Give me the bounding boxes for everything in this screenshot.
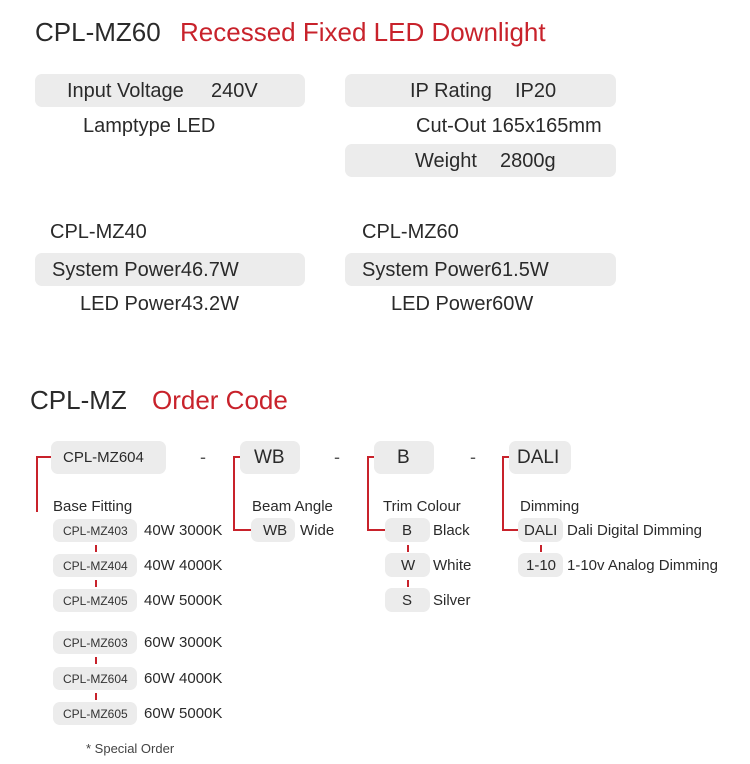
connector-tick (407, 545, 409, 552)
option-desc: 60W 3000K (144, 634, 223, 651)
option-pill (385, 553, 430, 577)
input-voltage-value: 240V (211, 80, 258, 102)
option-code: CPL-MZ404 (63, 559, 128, 573)
connector-tick (407, 580, 409, 587)
option-code: B (402, 522, 413, 539)
separator-dash: - (200, 447, 206, 467)
option-code: 1-10 (526, 557, 557, 574)
option-code: DALI (524, 522, 558, 539)
separator-dash: - (470, 447, 476, 467)
option-pill (53, 631, 137, 654)
option-desc: 60W 5000K (144, 705, 223, 722)
option-code: CPL-MZ604 (63, 672, 128, 686)
connector-tick (95, 657, 97, 664)
dimming-label: Dimming (520, 498, 580, 515)
segment-trim-colour-text: B (397, 447, 410, 468)
order-code-title: Order Code (152, 385, 288, 415)
input-voltage-label: Input Voltage (67, 80, 184, 102)
segment-dimming-text: DALI (517, 447, 560, 468)
model-name: CPL-MZ40 (50, 221, 147, 243)
bracket-line (367, 456, 374, 458)
system-power-pill (345, 253, 616, 286)
connector-tick (540, 545, 542, 552)
bracket-line (36, 456, 38, 512)
model-title: CPL-MZ60 (35, 17, 161, 47)
segment-base-fitting (51, 441, 166, 474)
weight-value: 2800g (500, 150, 556, 172)
segment-beam-angle (240, 441, 300, 474)
led-power-text: LED Power60W (391, 293, 534, 315)
order-code-prefix: CPL-MZ (30, 385, 127, 415)
lamptype-text: Lamptype LED (83, 115, 216, 137)
option-pill (251, 518, 295, 542)
segment-trim-colour (374, 441, 434, 474)
connector-tick (95, 693, 97, 700)
bracket-line (367, 456, 369, 530)
option-pill (53, 519, 137, 542)
footnote: * Special Order (86, 741, 175, 756)
beam-angle-label: Beam Angle (252, 498, 333, 515)
option-code: CPL-MZ605 (63, 707, 128, 721)
ip-rating-value: IP20 (515, 80, 557, 102)
ip-rating-pill (345, 74, 616, 107)
bracket-line (502, 456, 509, 458)
weight-label: Weight (415, 150, 477, 172)
bracket-line (367, 529, 385, 531)
bracket-line (36, 456, 51, 458)
option-desc: 40W 5000K (144, 592, 223, 609)
system-power-text: System Power46.7W (52, 259, 239, 281)
option-pill (53, 667, 137, 690)
led-power-text: LED Power43.2W (80, 293, 239, 315)
option-desc: White (433, 557, 472, 574)
segment-base-fitting-text: CPL-MZ604 (63, 449, 144, 466)
option-desc: Wide (300, 522, 335, 539)
bracket-line (233, 529, 251, 531)
segment-dimming (509, 441, 571, 474)
trim-colour-label: Trim Colour (383, 498, 461, 515)
option-desc: Silver (433, 592, 471, 609)
option-pill (53, 589, 137, 612)
bracket-line (233, 456, 235, 530)
bracket-line (502, 456, 504, 530)
weight-pill (345, 144, 616, 177)
connector-tick (95, 545, 97, 552)
option-code: CPL-MZ403 (63, 524, 128, 538)
option-code: WB (263, 522, 288, 539)
option-pill (53, 702, 137, 725)
base-fitting-label: Base Fitting (53, 498, 133, 515)
option-desc: Black (433, 522, 470, 539)
option-desc: Dali Digital Dimming (567, 522, 703, 539)
option-desc: 60W 4000K (144, 670, 223, 687)
system-power-pill (35, 253, 305, 286)
option-code: W (401, 557, 416, 574)
option-code: CPL-MZ405 (63, 594, 128, 608)
separator-dash: - (334, 447, 340, 467)
option-desc: 40W 4000K (144, 557, 223, 574)
option-desc: 40W 3000K (144, 522, 223, 539)
option-pill (518, 518, 563, 542)
system-power-text: System Power61.5W (362, 259, 549, 281)
connector-tick (95, 580, 97, 587)
bracket-line (502, 529, 518, 531)
model-name: CPL-MZ60 (362, 221, 459, 243)
option-desc: 1-10v Analog Dimming (567, 557, 718, 574)
cutout-text: Cut-Out 165x165mm (416, 115, 602, 137)
option-code: S (402, 592, 413, 609)
option-code: CPL-MZ603 (63, 636, 128, 650)
option-pill (518, 553, 563, 577)
product-name: Recessed Fixed LED Downlight (180, 17, 546, 47)
option-pill (53, 554, 137, 577)
input-voltage-pill (35, 74, 305, 107)
bracket-line (233, 456, 240, 458)
segment-beam-angle-text: WB (254, 447, 285, 468)
option-pill (385, 518, 430, 542)
ip-rating-label: IP Rating (410, 80, 492, 102)
option-pill (385, 588, 430, 612)
